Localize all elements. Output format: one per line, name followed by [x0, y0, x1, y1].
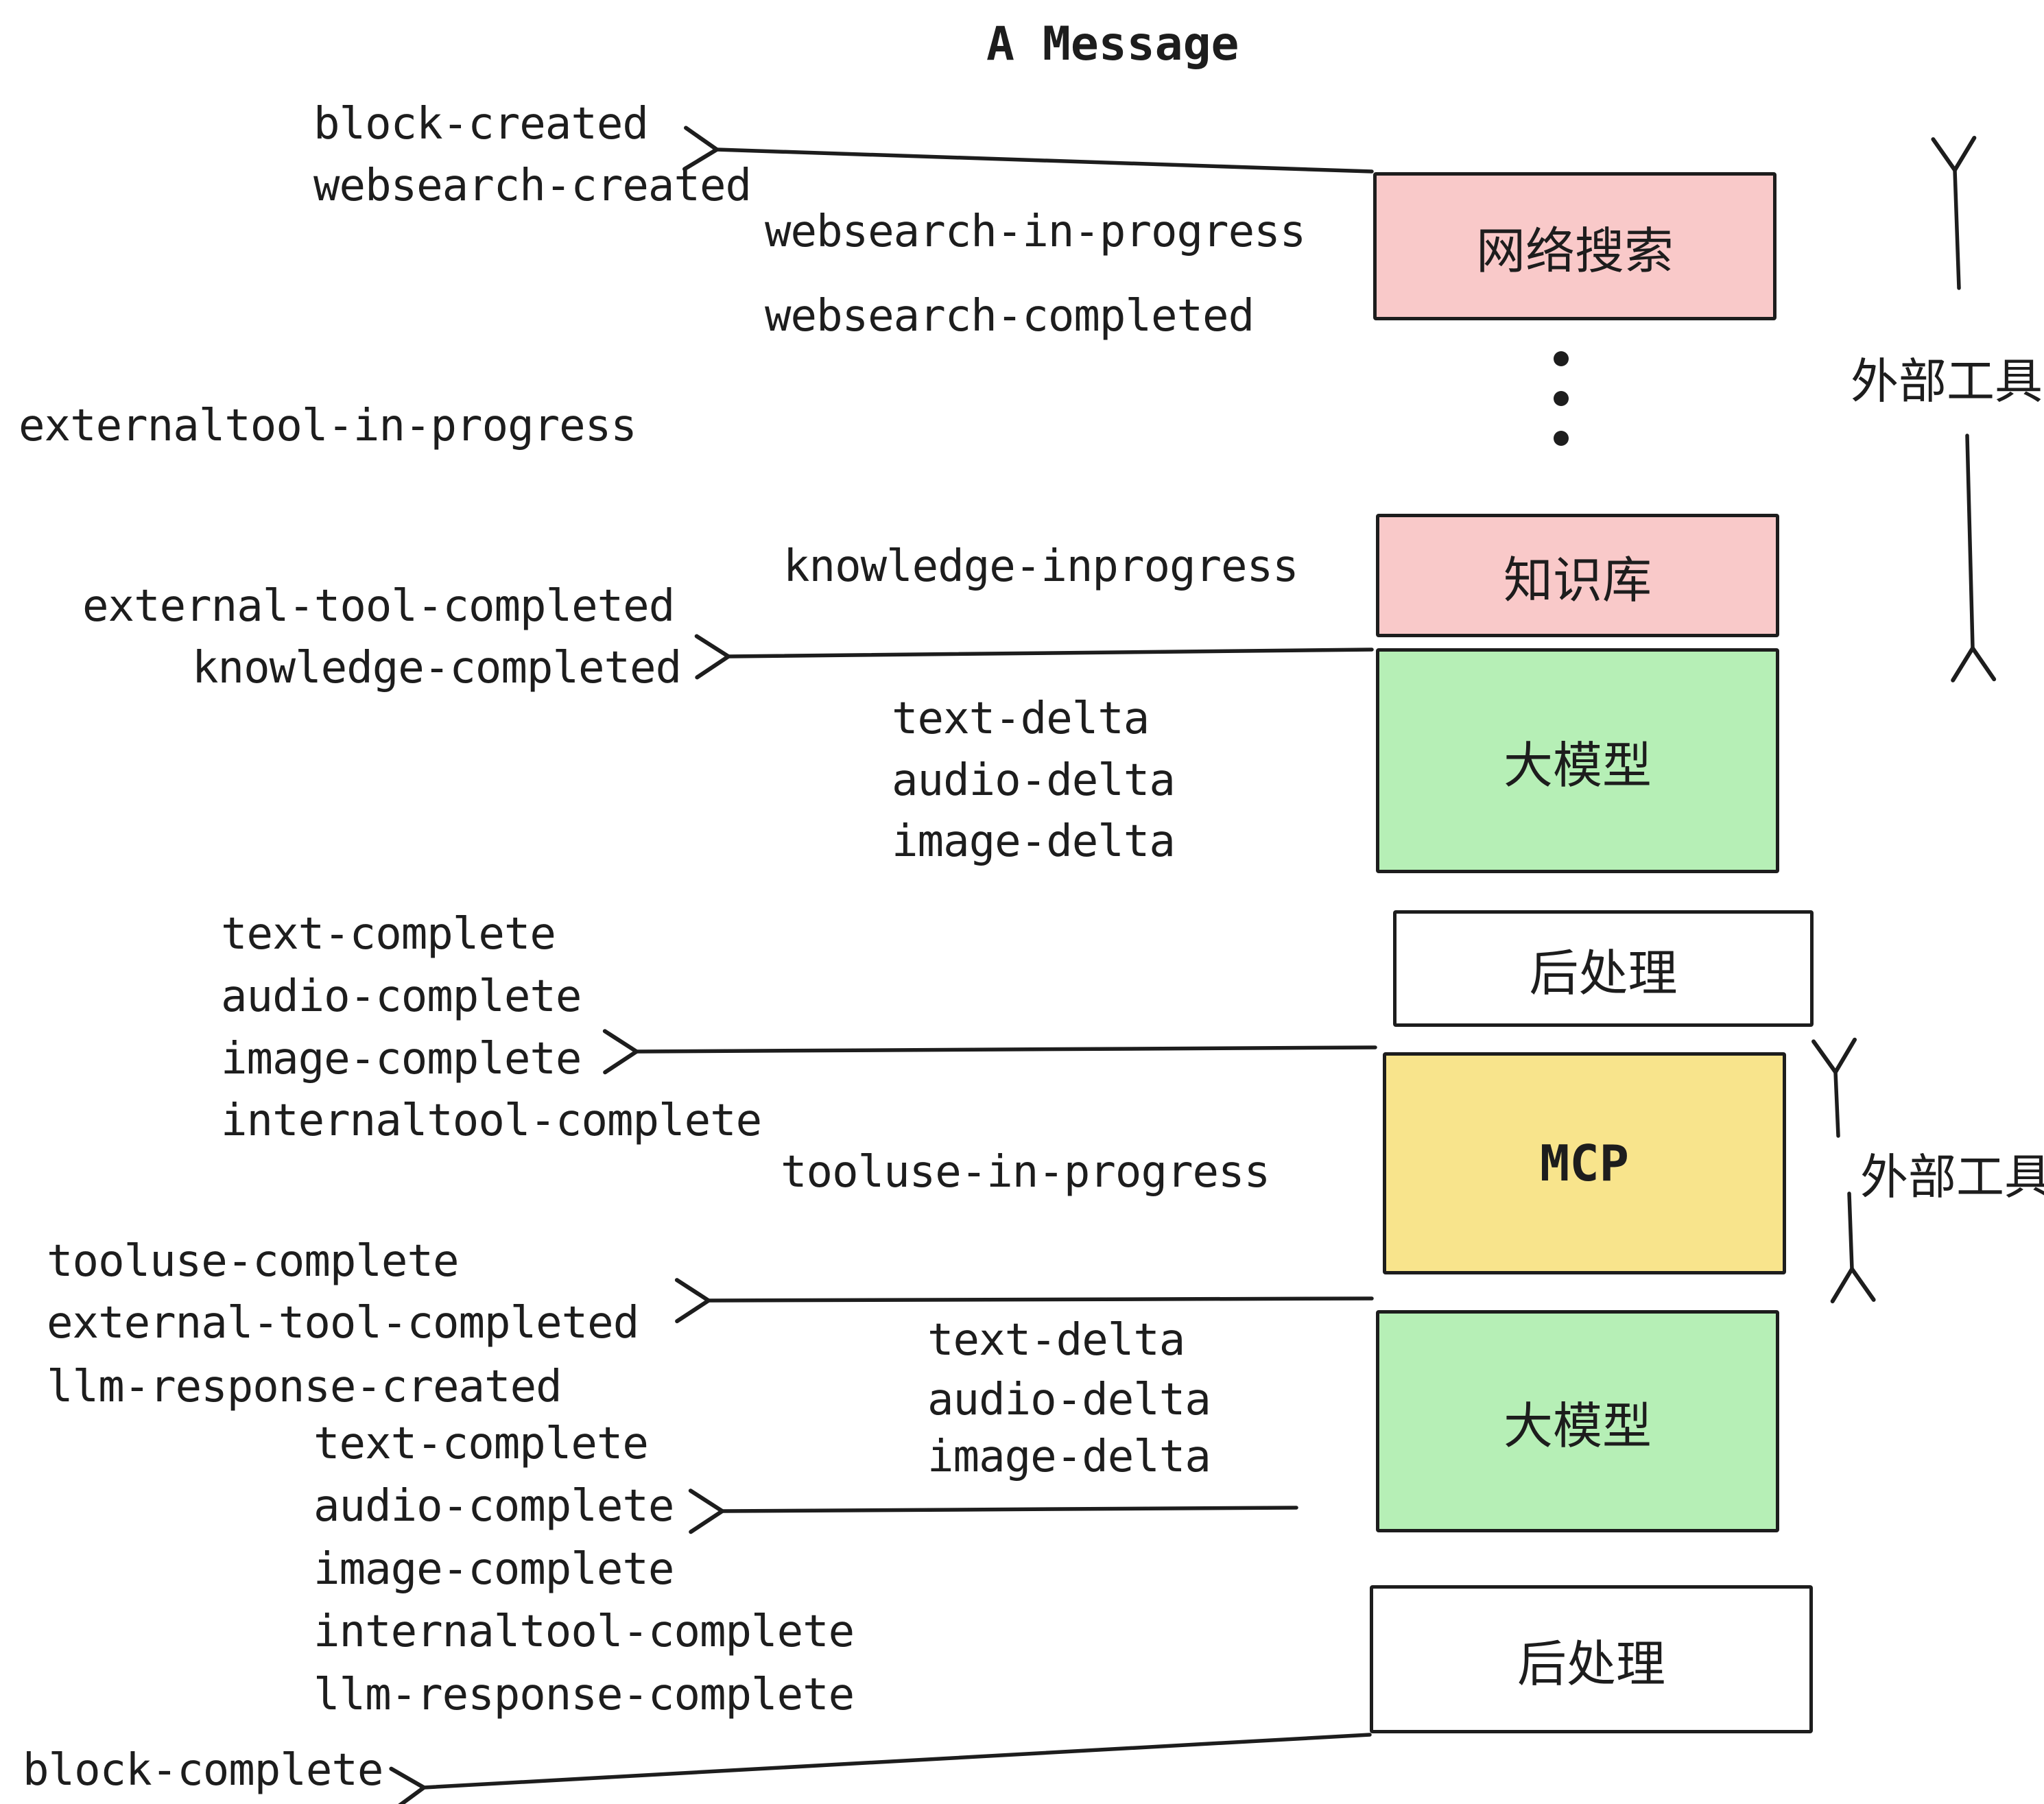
event-label-text-delta-1: text-delta: [892, 693, 1150, 744]
box-postprocess-1: 后处理: [1393, 910, 1814, 1027]
ellipsis-dot: [1554, 351, 1569, 366]
ellipsis-dot: [1554, 431, 1569, 446]
event-label-image-complete-2: image-complete: [313, 1544, 674, 1595]
event-label-knowledge-completed: knowledge-completed: [192, 643, 682, 693]
arrow-knowledge-completed: [694, 634, 1374, 680]
event-label-websearch-created: websearch-created: [313, 161, 752, 211]
box-mcp-label: MCP: [1539, 1135, 1630, 1192]
event-label-image-delta-2: image-delta: [927, 1432, 1211, 1482]
box-postprocess-1-label: 后处理: [1529, 944, 1678, 1002]
event-label-internaltool-complete-1: internaltool-complete: [221, 1095, 762, 1146]
event-label-external-tool-completed-1: external-tool-completed: [82, 581, 675, 632]
arrow-internaltool-complete: [602, 1029, 1377, 1075]
box-llm-1: 大模型: [1376, 648, 1779, 873]
arrow-tooluse-complete: [674, 1278, 1374, 1324]
event-label-tooluse-complete: tooluse-complete: [47, 1236, 459, 1287]
event-label-websearch-completed: websearch-completed: [765, 291, 1255, 342]
side-label-external-tools-mid: 外部工具: [1860, 1149, 2044, 1205]
event-label-text-delta-2: text-delta: [927, 1315, 1185, 1366]
ellipsis-dot: [1554, 391, 1569, 406]
box-llm-1-label: 大模型: [1503, 736, 1652, 794]
event-label-llm-response-complete: llm-response-complete: [313, 1670, 855, 1720]
box-websearch-label: 网络搜索: [1475, 222, 1674, 280]
arrow-external-tools-mid-down: [1830, 1191, 1876, 1304]
event-label-websearch-in-progress: websearch-in-progress: [765, 206, 1306, 257]
event-label-audio-delta-2: audio-delta: [927, 1375, 1211, 1425]
event-label-audio-complete-1: audio-complete: [221, 971, 582, 1022]
event-label-block-complete: block-complete: [23, 1745, 383, 1796]
box-websearch: 网络搜索: [1373, 172, 1776, 320]
box-knowledge: 知识库: [1376, 514, 1779, 637]
box-llm-2: 大模型: [1376, 1310, 1779, 1532]
arrow-block-complete: [389, 1733, 1372, 1804]
arrow-external-tools-top-up: [1931, 135, 1977, 290]
arrow-llm-response-complete: [688, 1488, 1298, 1534]
event-label-llm-response-created: llm-response-created: [47, 1362, 562, 1412]
event-label-text-complete-1: text-complete: [221, 909, 556, 960]
diagram-title: A Message: [986, 17, 1239, 71]
event-label-text-complete-2: text-complete: [313, 1419, 649, 1469]
box-postprocess-2: 后处理: [1370, 1585, 1813, 1733]
box-llm-2-label: 大模型: [1503, 1397, 1652, 1455]
event-label-externaltool-in-progress: externaltool-in-progress: [19, 401, 637, 451]
box-postprocess-2-label: 后处理: [1517, 1635, 1665, 1693]
event-label-image-complete-1: image-complete: [221, 1034, 582, 1084]
side-label-external-tools-top: 外部工具: [1851, 353, 2043, 410]
event-label-tooluse-in-progress: tooluse-in-progress: [781, 1147, 1270, 1198]
event-label-knowledge-inprogress: knowledge-inprogress: [783, 541, 1299, 592]
event-label-audio-complete-2: audio-complete: [313, 1481, 674, 1532]
box-mcp: MCP: [1383, 1052, 1786, 1274]
event-label-block-created: block-created: [313, 99, 649, 150]
arrow-external-tools-top-down: [1951, 434, 1997, 683]
arrow-websearch-created: [682, 126, 1374, 174]
event-label-internaltool-complete-2: internaltool-complete: [313, 1606, 855, 1657]
box-knowledge-label: 知识库: [1503, 551, 1652, 609]
event-label-image-delta-1: image-delta: [892, 816, 1176, 867]
event-label-audio-delta-1: audio-delta: [892, 755, 1176, 806]
event-label-external-tool-completed-2: external-tool-completed: [47, 1298, 639, 1349]
arrow-external-tools-mid-up: [1811, 1037, 1857, 1138]
